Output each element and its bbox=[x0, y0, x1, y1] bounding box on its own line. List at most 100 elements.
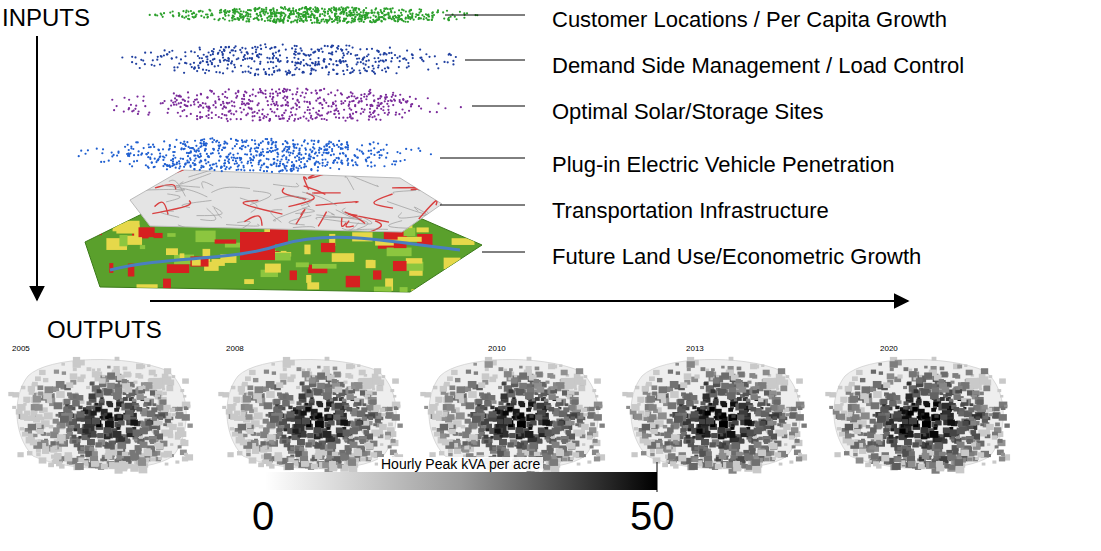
point bbox=[271, 110, 273, 112]
point bbox=[383, 60, 385, 62]
point bbox=[379, 97, 381, 99]
point bbox=[345, 9, 347, 11]
point bbox=[437, 103, 439, 105]
point bbox=[287, 20, 289, 22]
point bbox=[225, 114, 227, 116]
point bbox=[237, 18, 239, 20]
point bbox=[78, 155, 80, 157]
point bbox=[339, 59, 341, 61]
point bbox=[159, 152, 161, 154]
point bbox=[233, 9, 235, 11]
point bbox=[285, 8, 287, 10]
point bbox=[340, 48, 342, 50]
point bbox=[321, 8, 323, 10]
point bbox=[244, 91, 246, 93]
point bbox=[309, 101, 311, 103]
point bbox=[268, 74, 270, 76]
point bbox=[276, 94, 278, 96]
point bbox=[194, 66, 196, 68]
point bbox=[190, 50, 192, 52]
land-patch bbox=[346, 276, 360, 288]
point bbox=[359, 72, 361, 74]
point bbox=[342, 60, 344, 62]
point bbox=[323, 98, 325, 100]
point bbox=[305, 63, 307, 65]
point bbox=[259, 169, 261, 171]
point bbox=[301, 50, 303, 52]
point bbox=[220, 104, 222, 106]
point bbox=[371, 105, 373, 107]
point bbox=[291, 47, 293, 49]
point bbox=[243, 108, 245, 110]
point bbox=[295, 9, 297, 11]
point bbox=[144, 105, 146, 107]
point bbox=[321, 19, 323, 21]
point bbox=[294, 102, 296, 104]
point bbox=[310, 168, 312, 170]
point bbox=[399, 60, 401, 62]
point bbox=[310, 19, 312, 21]
point bbox=[276, 70, 278, 72]
point bbox=[302, 59, 304, 61]
point bbox=[191, 13, 193, 15]
point bbox=[398, 113, 400, 115]
point bbox=[372, 112, 374, 114]
point bbox=[463, 17, 465, 19]
point bbox=[310, 69, 312, 71]
point bbox=[137, 113, 139, 115]
point bbox=[289, 115, 291, 117]
point bbox=[207, 16, 209, 18]
point bbox=[294, 156, 296, 158]
point bbox=[178, 102, 180, 104]
point bbox=[290, 12, 292, 14]
point bbox=[335, 10, 337, 12]
point bbox=[295, 48, 297, 50]
point bbox=[325, 66, 327, 68]
point bbox=[228, 88, 230, 90]
point bbox=[377, 114, 379, 116]
point bbox=[238, 8, 240, 10]
point bbox=[273, 111, 275, 113]
point bbox=[305, 88, 307, 90]
point bbox=[341, 93, 343, 95]
point bbox=[400, 12, 402, 14]
point bbox=[251, 100, 253, 102]
point bbox=[297, 61, 299, 63]
point bbox=[384, 18, 386, 20]
point bbox=[371, 48, 373, 50]
point bbox=[231, 100, 233, 102]
point bbox=[153, 146, 155, 148]
point bbox=[428, 56, 430, 58]
point bbox=[378, 12, 380, 14]
point bbox=[281, 114, 283, 116]
point bbox=[317, 11, 319, 13]
point bbox=[198, 67, 200, 69]
point bbox=[267, 104, 269, 106]
point bbox=[289, 89, 291, 91]
point bbox=[269, 95, 271, 97]
point bbox=[242, 59, 244, 61]
point bbox=[313, 21, 315, 23]
point bbox=[320, 89, 322, 91]
land-patch bbox=[154, 233, 163, 238]
point bbox=[371, 11, 373, 13]
point bbox=[328, 19, 330, 21]
land-patch bbox=[332, 253, 355, 262]
point bbox=[355, 111, 357, 113]
point bbox=[423, 16, 425, 18]
point bbox=[328, 15, 330, 17]
point bbox=[242, 16, 244, 18]
point bbox=[335, 105, 337, 107]
point bbox=[343, 109, 345, 111]
point bbox=[187, 15, 189, 17]
point bbox=[295, 93, 297, 95]
point bbox=[261, 164, 263, 166]
point bbox=[273, 70, 275, 72]
point bbox=[298, 15, 300, 17]
point bbox=[425, 17, 427, 19]
point bbox=[144, 63, 146, 65]
point bbox=[253, 111, 255, 113]
point bbox=[342, 57, 344, 59]
point bbox=[171, 50, 173, 52]
point bbox=[285, 70, 287, 72]
